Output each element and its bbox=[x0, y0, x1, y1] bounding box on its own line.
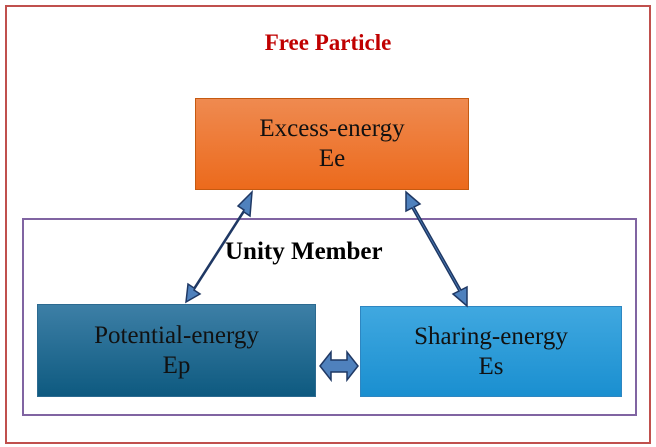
node-name: Sharing-energy bbox=[414, 322, 568, 350]
free-particle-frame bbox=[5, 5, 651, 444]
double-arrow-excess-sharing bbox=[405, 190, 468, 308]
diagram-title: Free Particle bbox=[264, 30, 392, 55]
excess-energy-node: Excess-energy Ee bbox=[195, 98, 469, 190]
node-symbol: Ep bbox=[162, 351, 191, 379]
node-symbol: Es bbox=[478, 352, 504, 380]
double-arrow-excess-potential bbox=[185, 190, 253, 304]
potential-energy-node: Potential-energy Ep bbox=[37, 304, 316, 397]
sharing-energy-node: Sharing-energy Es bbox=[360, 306, 622, 397]
node-symbol: Ee bbox=[318, 145, 346, 172]
unity-member-label: Unity Member bbox=[225, 238, 383, 265]
node-name: Potential-energy bbox=[94, 321, 259, 349]
double-arrow-potential-sharing bbox=[319, 349, 359, 383]
unity-member-frame bbox=[22, 218, 637, 416]
node-name: Excess-energy bbox=[259, 115, 405, 142]
